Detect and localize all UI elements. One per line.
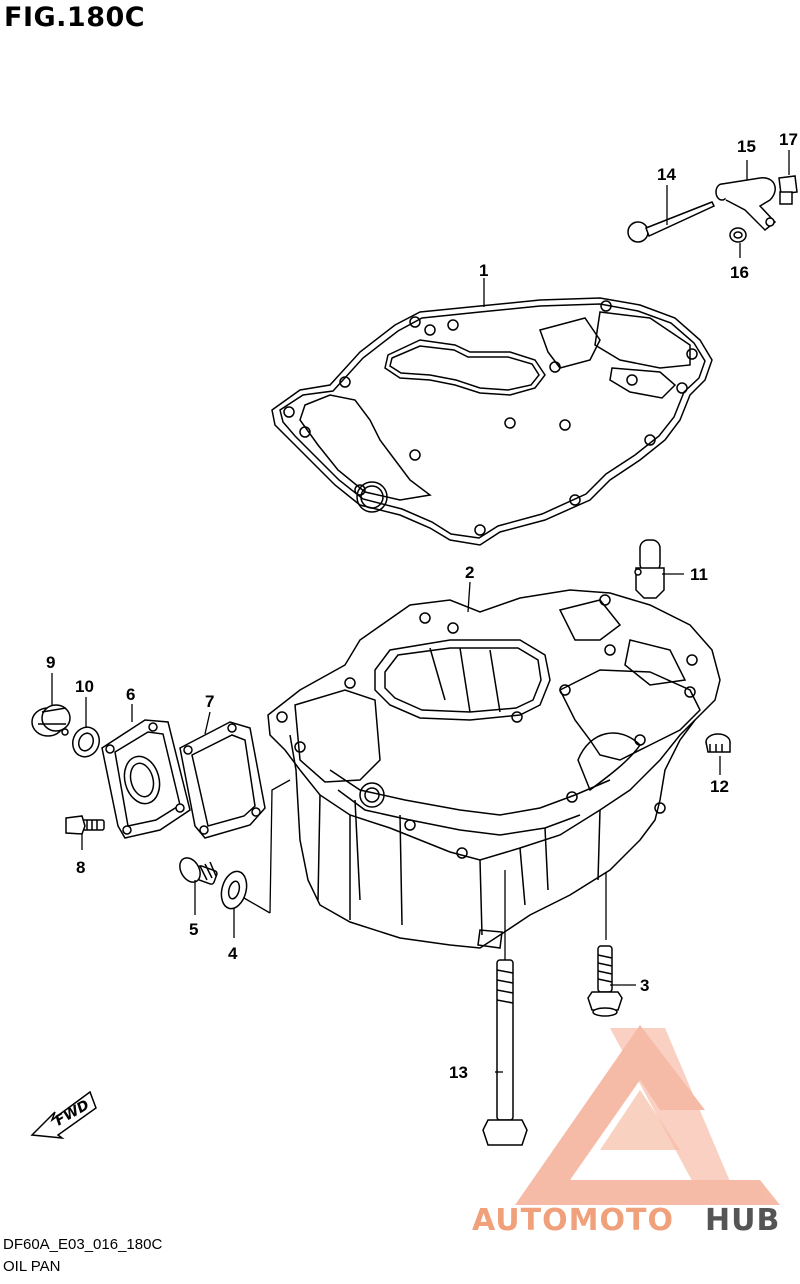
part-11-plug xyxy=(634,539,665,599)
part-5-drain-plug xyxy=(179,857,218,885)
callout-15: 15 xyxy=(737,137,756,156)
callout-labels: 1 2 3 4 5 6 7 8 9 10 11 12 13 14 15 16 1… xyxy=(46,130,798,1082)
part-8-bolt xyxy=(65,815,105,835)
callout-13: 13 xyxy=(449,1063,468,1082)
part-6-cover xyxy=(101,719,191,839)
callout-1: 1 xyxy=(479,261,488,280)
part-16-o-ring xyxy=(729,227,747,243)
figure-code: DF60A_E03_016_180C xyxy=(3,1236,163,1253)
part-1-gasket xyxy=(271,297,713,546)
callout-16: 16 xyxy=(730,263,749,282)
automotohub-watermark-logo xyxy=(515,1025,780,1205)
part-17-bolt xyxy=(778,175,798,205)
callout-6: 6 xyxy=(126,685,135,704)
callout-7: 7 xyxy=(205,692,214,711)
callout-3: 3 xyxy=(640,976,649,995)
callout-11: 11 xyxy=(690,565,708,584)
callout-12: 12 xyxy=(710,777,729,796)
figure-title: FIG.180C xyxy=(4,2,146,33)
part-10-o-ring xyxy=(72,726,100,758)
part-7-gasket-plate xyxy=(179,721,266,839)
leader-lines xyxy=(51,150,790,1073)
callout-5: 5 xyxy=(189,920,198,939)
fwd-arrow: FWD xyxy=(30,1090,97,1140)
watermark-brand-text-2: HUB xyxy=(705,1203,780,1238)
watermark-brand-text-1: AUTOMOTO xyxy=(472,1203,674,1238)
callout-10: 10 xyxy=(75,677,94,696)
part-3-bolt xyxy=(587,945,623,1017)
part-2-oil-pan xyxy=(267,589,721,949)
callout-2: 2 xyxy=(465,563,474,582)
callout-17: 17 xyxy=(779,130,798,149)
part-9-cap xyxy=(31,704,71,737)
part-12-plug xyxy=(705,733,731,753)
part-4-washer xyxy=(220,870,248,910)
callout-8: 8 xyxy=(76,858,85,877)
part-14-dipstick xyxy=(627,201,716,243)
figure-name: OIL PAN xyxy=(3,1258,61,1275)
callout-9: 9 xyxy=(46,653,55,672)
part-15-guide-tube xyxy=(715,177,777,232)
callout-14: 14 xyxy=(657,165,676,184)
part-13-long-bolt xyxy=(482,959,528,1146)
callout-4: 4 xyxy=(228,944,238,963)
